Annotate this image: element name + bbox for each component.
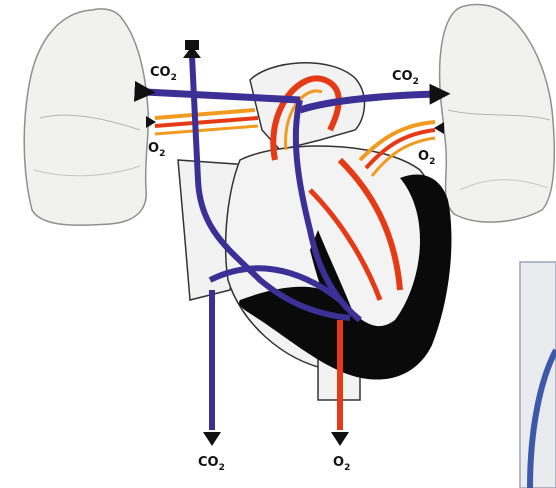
corner-fragment xyxy=(520,262,556,488)
co2-up-arrow-stem xyxy=(185,40,199,50)
